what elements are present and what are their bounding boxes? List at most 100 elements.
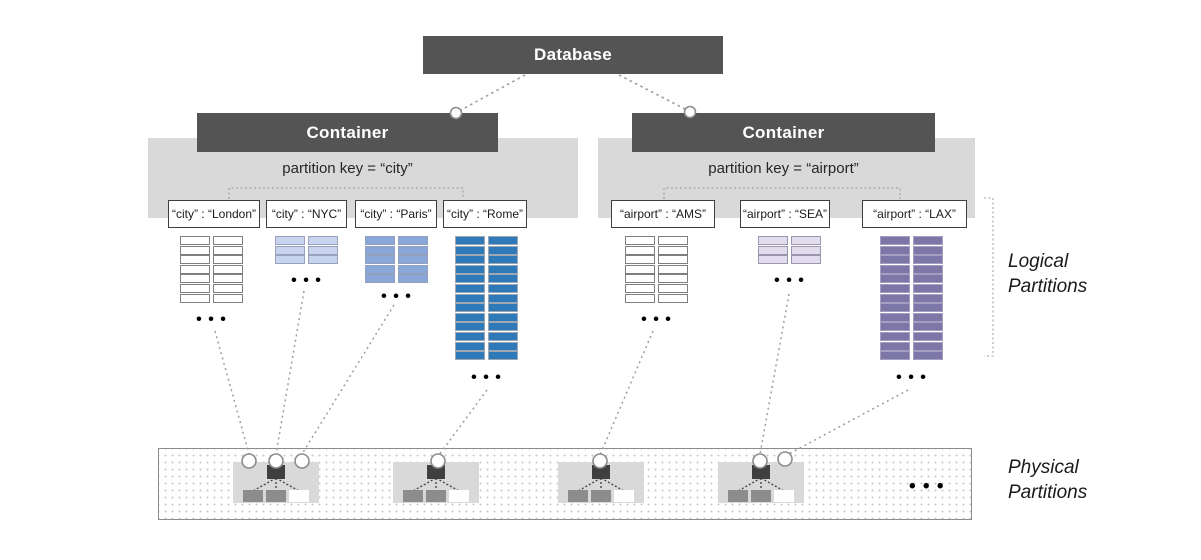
document-stack xyxy=(625,236,688,303)
document-item xyxy=(658,236,688,245)
document-item xyxy=(913,236,943,245)
db-to-container-left-line xyxy=(460,74,526,111)
ams-to-machine-line xyxy=(599,330,654,456)
document-item xyxy=(880,245,910,255)
document-item xyxy=(913,283,943,293)
document-item xyxy=(913,312,943,322)
logical-partition-key-label: “airport” : “AMS” xyxy=(611,200,715,228)
document-item xyxy=(913,341,943,351)
document-item xyxy=(488,283,518,293)
document-item xyxy=(488,331,518,341)
document-item xyxy=(880,331,910,341)
document-item xyxy=(913,264,943,274)
document-item xyxy=(791,245,821,255)
document-item xyxy=(913,255,943,265)
document-item xyxy=(398,264,428,274)
document-item xyxy=(625,293,655,303)
document-item xyxy=(658,264,688,274)
document-item xyxy=(455,331,485,341)
document-item xyxy=(488,303,518,313)
document-item xyxy=(213,245,243,255)
document-item xyxy=(488,236,518,245)
document-item xyxy=(880,255,910,265)
rome-to-machine-line xyxy=(438,389,488,456)
document-stack xyxy=(758,236,821,265)
document-item xyxy=(275,245,305,255)
document-item xyxy=(913,293,943,303)
document-item xyxy=(213,264,243,274)
machine-tile xyxy=(233,462,319,503)
document-item xyxy=(658,245,688,255)
document-item xyxy=(308,255,338,265)
db-to-container-right-line xyxy=(618,74,686,110)
document-item xyxy=(398,274,428,284)
document-item xyxy=(488,293,518,303)
document-item xyxy=(625,245,655,255)
document-item xyxy=(913,245,943,255)
document-item xyxy=(658,293,688,303)
document-item xyxy=(275,255,305,265)
document-item xyxy=(488,312,518,322)
logical-partitions-label: Logical Partitions xyxy=(1008,251,1088,297)
document-item xyxy=(791,236,821,245)
document-stack xyxy=(365,236,428,284)
document-item xyxy=(658,274,688,284)
document-item xyxy=(488,351,518,361)
paris-to-machine-line xyxy=(301,304,395,455)
document-item xyxy=(880,264,910,274)
machine-tile xyxy=(718,462,804,503)
document-item xyxy=(180,264,210,274)
document-item xyxy=(913,274,943,284)
database-box: Database xyxy=(423,36,723,74)
document-item xyxy=(880,293,910,303)
document-item xyxy=(365,274,395,284)
logical-partitions-bracket xyxy=(984,197,994,357)
document-item xyxy=(213,274,243,284)
logical-partition-key-label: “airport” : “SEA” xyxy=(740,200,830,228)
document-item xyxy=(913,322,943,332)
document-item xyxy=(455,312,485,322)
stack-ellipsis: • • • xyxy=(381,288,412,305)
document-item xyxy=(625,236,655,245)
document-item xyxy=(275,236,305,245)
document-item xyxy=(455,245,485,255)
document-item xyxy=(180,283,210,293)
document-item xyxy=(758,236,788,245)
physical-partitions-label: Physical Partitions xyxy=(1008,457,1088,503)
document-item xyxy=(880,322,910,332)
document-item xyxy=(913,303,943,313)
document-item xyxy=(455,283,485,293)
partition-key-text-city: partition key = “city” xyxy=(282,160,413,177)
document-item xyxy=(488,255,518,265)
document-item xyxy=(488,341,518,351)
document-stack xyxy=(880,236,943,361)
document-item xyxy=(213,293,243,303)
physical-partitions-box: • • • xyxy=(158,448,972,520)
logical-partition-key-label: “airport” : “LAX” xyxy=(862,200,967,228)
document-item xyxy=(365,236,395,245)
container-label: Container xyxy=(742,122,825,142)
document-item xyxy=(625,283,655,293)
document-item xyxy=(455,255,485,265)
machine-tile xyxy=(393,462,479,503)
logical-partition-key-label: “city” : “Rome” xyxy=(443,200,527,228)
document-item xyxy=(758,255,788,265)
sea-to-machine-line xyxy=(759,293,790,455)
document-item xyxy=(455,236,485,245)
server-cluster-icon xyxy=(728,465,794,502)
document-stack xyxy=(180,236,243,303)
document-item xyxy=(880,236,910,245)
document-item xyxy=(455,293,485,303)
server-cluster-icon xyxy=(403,465,469,502)
logical-partition-key-label: “city” : “Paris” xyxy=(355,200,437,228)
document-item xyxy=(455,274,485,284)
document-item xyxy=(658,283,688,293)
document-item xyxy=(758,245,788,255)
document-item xyxy=(880,274,910,284)
document-item xyxy=(455,351,485,361)
document-item xyxy=(455,303,485,313)
document-item xyxy=(455,322,485,332)
document-item xyxy=(488,322,518,332)
stack-ellipsis: • • • xyxy=(291,271,322,289)
